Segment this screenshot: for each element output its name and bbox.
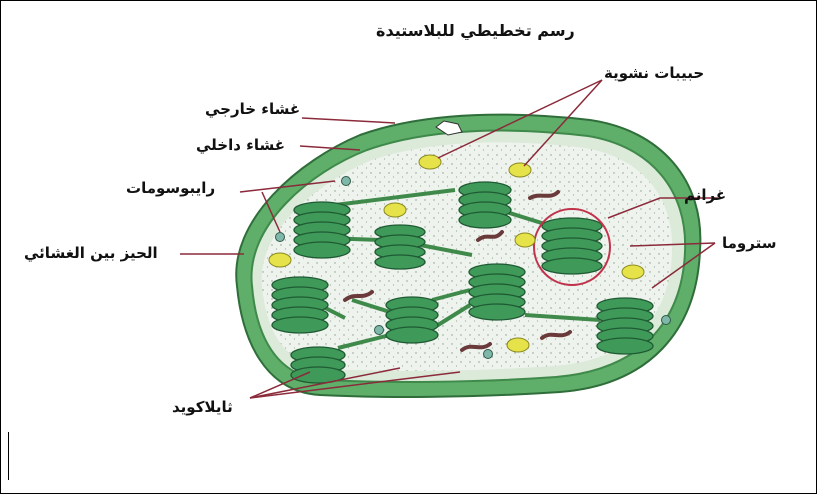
diagram-title: رسم تخطيطي للبلاستيدة [376, 22, 575, 40]
label-intermembrane-space: الحيز بين الغشائي [24, 244, 158, 262]
label-granum: غرانم [684, 186, 726, 204]
granum-stack-1 [294, 202, 350, 258]
granum-stack-6 [469, 264, 525, 320]
label-ribosomes: رايبوسومات [126, 179, 215, 197]
granum-stack-4 [542, 218, 602, 274]
label-starch-granules: حبيبات نشوية [604, 64, 704, 82]
granum-stack-9 [291, 347, 345, 383]
granum-stack-2 [459, 182, 511, 228]
granum-stack-7 [386, 297, 438, 343]
label-outer-membrane: غشاء خارجي [205, 100, 300, 118]
label-thylakoid: ثايلاكويد [172, 398, 233, 416]
granum-stack-8 [597, 298, 653, 354]
label-stroma: ستروما [722, 234, 776, 252]
label-inner-membrane: غشاء داخلي [196, 136, 285, 154]
granum-stack-3 [375, 225, 425, 269]
granum-stack-5 [272, 277, 328, 333]
